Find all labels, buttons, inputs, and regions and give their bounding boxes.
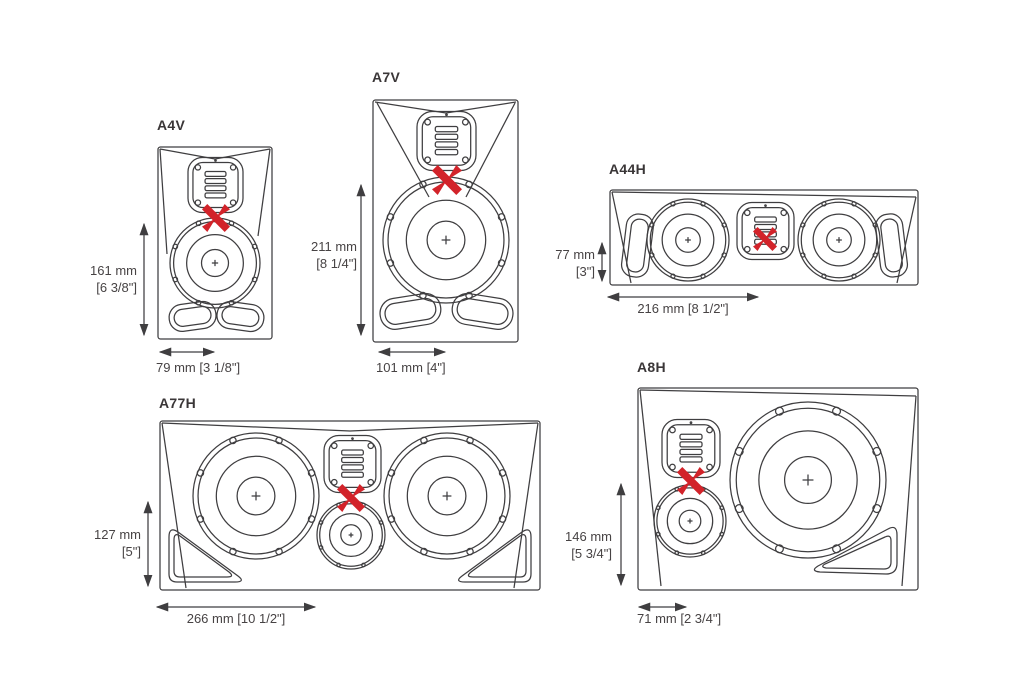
a77h-left-port [168,529,242,583]
a8h-model-title: A8H [637,359,666,375]
a8h-cabinet-drawing [616,388,918,612]
a4v-cabinet-drawing [139,147,272,357]
a8h-midrange [654,485,726,557]
a8h-tweeter [662,420,720,478]
a44h-model-title: A44H [609,161,646,177]
a44h-left-port [620,213,654,278]
a4v-acoustic-center-marker [202,204,230,232]
a4v-left-port [168,300,217,333]
a77h-model-title: A77H [159,395,196,411]
a7v-height-mm: 211 mm [311,239,357,254]
a44h-height-dimension-label: 77 mm [3"] [515,246,595,280]
a4v-tweeter [188,158,243,213]
a44h-tweeter [737,203,794,260]
a77h-cabinet-drawing [143,421,540,612]
a8h-height-mm: 146 mm [565,529,612,544]
a77h-right-port [458,529,532,583]
a4v-width-dimension-label: 79 mm [3 1/8"] [156,360,241,375]
a4v-height-mm: 161 mm [90,263,137,278]
a8h-woofer [730,402,886,558]
a8h-height-inch: [5 3/4"] [571,546,612,561]
a77h-height-mm: 127 mm [94,527,141,542]
a4v-woofer [170,218,260,308]
a7v-acoustic-center-marker [432,165,462,195]
a77h-left-woofer [193,433,319,559]
a44h-right-port [875,213,909,278]
a7v-woofer [383,177,509,303]
a7v-model-title: A7V [372,69,401,85]
a7v-right-port [451,292,514,330]
a7v-tweeter [417,112,476,171]
a44h-width-dimension-label: 216 mm [8 1/2"] [637,301,729,316]
a77h-midrange [317,501,385,569]
a7v-left-port [379,292,442,330]
a77h-right-woofer [384,433,510,559]
a44h-height-mm: 77 mm [555,247,595,262]
a7v-cabinet-drawing [361,100,518,357]
a4v-height-dimension-label: 161 mm [6 3/8"] [57,262,137,296]
a77h-height-inch: [5"] [121,544,141,559]
a44h-height-inch: [3"] [575,264,595,279]
a7v-width-dimension-label: 101 mm [4"] [376,360,446,375]
a77h-height-dimension-label: 127 mm [5"] [61,526,141,560]
a8h-width-dimension-label: 71 mm [2 3/4"] [637,611,722,626]
a4v-right-port [216,300,265,333]
a7v-height-inch: [8 1/4"] [316,256,357,271]
a8h-port [813,526,898,575]
a44h-left-woofer [647,199,729,281]
a77h-tweeter [324,436,381,493]
a44h-right-woofer [798,199,880,281]
a77h-acoustic-center-marker [337,484,365,512]
a4v-height-inch: [6 3/8"] [96,280,137,295]
a8h-acoustic-center-marker [677,467,705,495]
a44h-cabinet-drawing [597,190,919,297]
a4v-model-title: A4V [157,117,186,133]
a8h-height-dimension-label: 146 mm [5 3/4"] [532,528,612,562]
a77h-width-dimension-label: 266 mm [10 1/2"] [186,611,286,626]
a7v-height-dimension-label: 211 mm [8 1/4"] [277,238,357,272]
